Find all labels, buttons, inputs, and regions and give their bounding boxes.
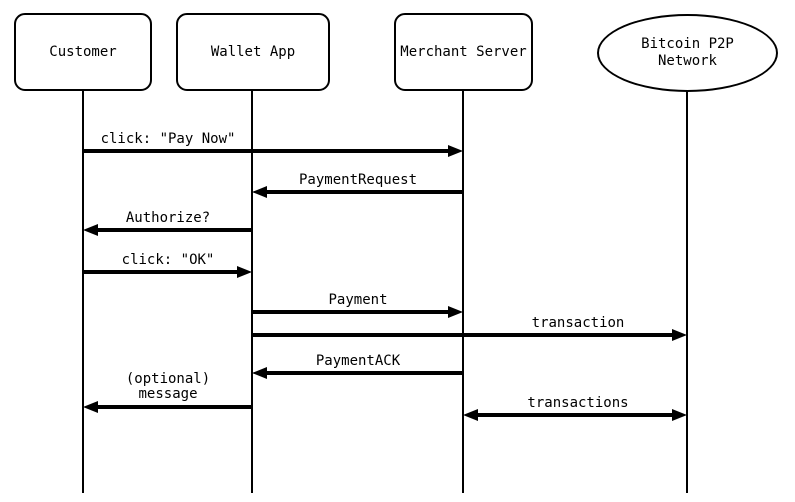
message-transaction-label: transaction xyxy=(531,315,625,331)
message-click-ok-label: click: "OK" xyxy=(121,252,215,268)
arrowhead-right-icon xyxy=(448,306,463,318)
lifeline-customer xyxy=(82,91,84,493)
actor-merchant-server-label: Merchant Server xyxy=(400,43,527,60)
message-click-pay-now-label: click: "Pay Now" xyxy=(100,131,236,147)
message-authorize-line xyxy=(96,228,252,232)
actor-merchant-server: Merchant Server xyxy=(394,13,533,91)
arrowhead-right-icon xyxy=(672,329,687,341)
message-payment-line xyxy=(252,310,450,314)
message-transaction-line xyxy=(252,333,674,337)
message-click-pay-now-line xyxy=(83,149,450,153)
arrowhead-left-icon xyxy=(252,367,267,379)
message-payment-request-line xyxy=(265,190,463,194)
message-transactions-line xyxy=(476,413,674,417)
message-transactions-label: transactions xyxy=(527,395,629,411)
actor-wallet-app-label: Wallet App xyxy=(210,43,296,60)
arrowhead-left-icon xyxy=(83,401,98,413)
message-authorize-label: Authorize? xyxy=(125,210,211,226)
message-optional-message-line xyxy=(96,405,252,409)
message-click-ok-line xyxy=(83,270,239,274)
arrowhead-right-icon xyxy=(237,266,252,278)
message-optional-message-label: (optional) message xyxy=(125,371,211,402)
lifeline-bitcoin-p2p-network xyxy=(686,90,688,493)
message-payment-request-label: PaymentRequest xyxy=(298,172,418,188)
arrowhead-left-icon xyxy=(83,224,98,236)
actor-bitcoin-p2p-network-label: Bitcoin P2P Network xyxy=(641,36,734,69)
actor-customer: Customer xyxy=(14,13,152,91)
actor-wallet-app: Wallet App xyxy=(176,13,330,91)
lifeline-merchant-server xyxy=(462,91,464,493)
arrowhead-right-icon xyxy=(672,409,687,421)
lifeline-wallet-app xyxy=(251,91,253,493)
arrowhead-left-icon xyxy=(252,186,267,198)
arrowhead-left-icon xyxy=(463,409,478,421)
message-payment-ack-label: PaymentACK xyxy=(315,353,401,369)
message-payment-ack-line xyxy=(265,371,463,375)
actor-customer-label: Customer xyxy=(49,43,117,60)
arrowhead-right-icon xyxy=(448,145,463,157)
actor-bitcoin-p2p-network: Bitcoin P2P Network xyxy=(597,14,778,92)
message-payment-label: Payment xyxy=(328,292,388,308)
